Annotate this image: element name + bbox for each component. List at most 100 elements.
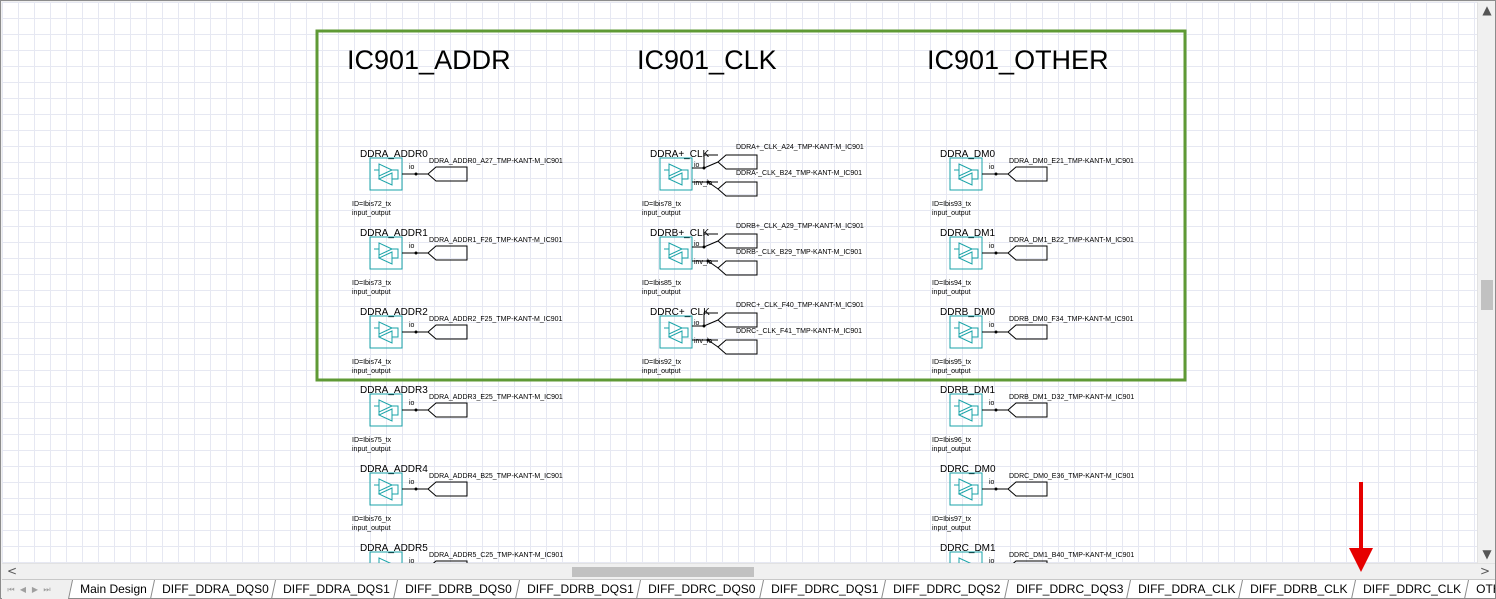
tab-diff-ddrc-dqs3[interactable]: DIFF_DDRC_DQS3 (1003, 580, 1134, 599)
tab-label: DIFF_DDRA_CLK (1137, 582, 1236, 596)
net-label: DDRA_ADDR1_F26_TMP-KANT-M_IC901 (429, 237, 563, 244)
component-type: input_output (352, 525, 391, 532)
buffer-wire-icon (374, 405, 380, 415)
buffer-wire-icon (392, 169, 399, 180)
net-label: DDRA_ADDR2_F25_TMP-KANT-M_IC901 (429, 316, 563, 323)
buffer-box-icon (369, 551, 403, 563)
tab-label: DIFF_DDRC_CLK (1362, 582, 1461, 596)
horizontal-scrollbar[interactable]: < > (2, 563, 1495, 579)
net-label: DDRB_DM0_F34_TMP-KANT-M_IC901 (1009, 316, 1134, 323)
buffer-wire-icon (392, 405, 399, 416)
component-ddra_addr5: DDRA_ADDR5ioDDRA_ADDR5_C25_TMP-KANT-M_IC… (360, 543, 563, 563)
component-ddra_dm0: DDRA_DM0ioDDRA_DM0_E21_TMP-KANT-M_IC901I… (932, 149, 1134, 217)
buffer-box-icon (369, 236, 403, 270)
prev-tab-icon[interactable]: ◀ (19, 585, 27, 594)
pin-label: io (989, 479, 995, 486)
component-type: input_output (352, 368, 391, 375)
tab-diff-ddra-dqs0[interactable]: DIFF_DDRA_DQS0 (149, 580, 280, 599)
component-name: DDRB_DM0 (940, 307, 995, 318)
tab-diff-ddrb-dqs0[interactable]: DIFF_DDRB_DQS0 (393, 580, 523, 599)
net-port (1007, 324, 1048, 340)
tab-other[interactable]: OTHER (1463, 580, 1495, 599)
buffer-wire-icon (972, 405, 979, 416)
tab-label: OTHER (1475, 582, 1495, 596)
horizontal-scroll-thumb[interactable] (572, 567, 754, 577)
net-wire (707, 260, 719, 269)
component-ddra_addr4: DDRA_ADDR4ioDDRA_ADDR4_B25_TMP-KANT-M_IC… (352, 464, 563, 532)
buffer-wire-icon (972, 169, 979, 180)
net-label: DDRC-_CLK_F41_TMP-KANT-M_IC901 (736, 328, 862, 335)
junction-dot (414, 330, 418, 334)
tab-diff-ddra-clk[interactable]: DIFF_DDRA_CLK (1125, 580, 1247, 599)
scroll-down-arrow-icon[interactable]: ▼ (1482, 547, 1492, 561)
pin-label: io (694, 320, 700, 327)
component-ddrbp_clk: DDRB+_CLKioinv_ioDDRB+_CLK_A29_TMP-KANT-… (642, 223, 864, 296)
net-label: DDRA_DM0_E21_TMP-KANT-M_IC901 (1009, 158, 1134, 165)
tab-diff-ddrc-dqs2[interactable]: DIFF_DDRC_DQS2 (881, 580, 1012, 599)
scroll-up-arrow-icon[interactable]: ▲ (1482, 3, 1492, 17)
next-tab-icon[interactable]: ▶ (31, 585, 39, 594)
net-port (1007, 245, 1048, 261)
buffer-box-icon (659, 236, 693, 270)
net-label: DDRC_DM0_E36_TMP-KANT-M_IC901 (1009, 473, 1134, 480)
net-label: DDRA_DM1_B22_TMP-KANT-M_IC901 (1009, 237, 1134, 244)
tab-diff-ddrc-dqs0[interactable]: DIFF_DDRC_DQS0 (636, 580, 767, 599)
component-id: ID=Ibis72_tx (352, 201, 392, 208)
pin-label: io (409, 558, 415, 563)
vertical-scrollbar[interactable]: ▲ ▼ (1477, 2, 1495, 563)
net-wire (703, 319, 719, 327)
buffer-wire-icon (682, 169, 689, 180)
net-port (717, 339, 758, 355)
component-ddra_addr2: DDRA_ADDR2ioDDRA_ADDR2_F25_TMP-KANT-M_IC… (352, 307, 563, 375)
tab-diff-ddrc-clk[interactable]: DIFF_DDRC_CLK (1350, 580, 1472, 599)
component-id: ID=Ibis94_tx (932, 280, 972, 287)
component-name: DDRA_DM1 (940, 228, 995, 239)
last-tab-icon[interactable]: ⏭ (43, 585, 51, 594)
buffer-wire-icon (682, 248, 689, 259)
net-port (432, 560, 468, 563)
first-tab-icon[interactable]: ⏮ (7, 585, 15, 594)
tab-main-design[interactable]: Main Design (67, 580, 158, 599)
buffer-box-icon (369, 315, 403, 349)
buffer-wire-icon (954, 327, 960, 337)
pin-label: io (409, 322, 415, 329)
tab-label: DIFF_DDRC_DQS3 (1015, 582, 1123, 596)
scroll-right-arrow-icon[interactable]: > (1479, 564, 1491, 578)
net-port (427, 324, 468, 340)
net-label: DDRC+_CLK_F40_TMP-KANT-M_IC901 (736, 302, 864, 309)
buffer-wire-icon (392, 327, 399, 338)
net-port (427, 481, 468, 497)
tab-label: DIFF_DDRB_DQS0 (405, 582, 512, 596)
component-name: DDRC+_CLK (650, 307, 710, 318)
tab-diff-ddrb-clk[interactable]: DIFF_DDRB_CLK (1238, 580, 1359, 599)
buffer-box-icon (369, 472, 403, 506)
tab-diff-ddrc-dqs1[interactable]: DIFF_DDRC_DQS1 (758, 580, 890, 599)
net-wire (703, 240, 719, 248)
component-ddrb_dm0: DDRB_DM0ioDDRB_DM0_F34_TMP-KANT-M_IC901I… (932, 307, 1134, 375)
component-ddrc_dm0: DDRC_DM0ioDDRC_DM0_E36_TMP-KANT-M_IC901I… (932, 464, 1134, 532)
tab-diff-ddrb-dqs1[interactable]: DIFF_DDRB_DQS1 (514, 580, 645, 599)
tab-label: DIFF_DDRC_DQS2 (893, 582, 1001, 596)
component-ddra_addr0: DDRA_ADDR0ioDDRA_ADDR0_A27_TMP-KANT-M_IC… (352, 149, 563, 217)
pin-label: io (409, 479, 415, 486)
net-port (427, 166, 468, 182)
junction-dot (994, 487, 998, 491)
component-name: DDRA+_CLK (650, 149, 710, 160)
vertical-scroll-thumb[interactable] (1481, 280, 1493, 310)
component-id: ID=Ibis74_tx (352, 359, 392, 366)
component-type: input_output (932, 446, 971, 453)
tab-diff-ddra-dqs1[interactable]: DIFF_DDRA_DQS1 (271, 580, 402, 599)
net-wire (692, 154, 718, 169)
pin-label: io (694, 241, 700, 248)
scroll-left-arrow-icon[interactable]: < (6, 564, 18, 578)
buffer-wire-icon (664, 327, 670, 337)
buffer-wire-icon (954, 484, 960, 494)
tab-label: Main Design (80, 582, 147, 596)
component-id: ID=Ibis73_tx (352, 280, 392, 287)
component-type: input_output (642, 210, 681, 217)
